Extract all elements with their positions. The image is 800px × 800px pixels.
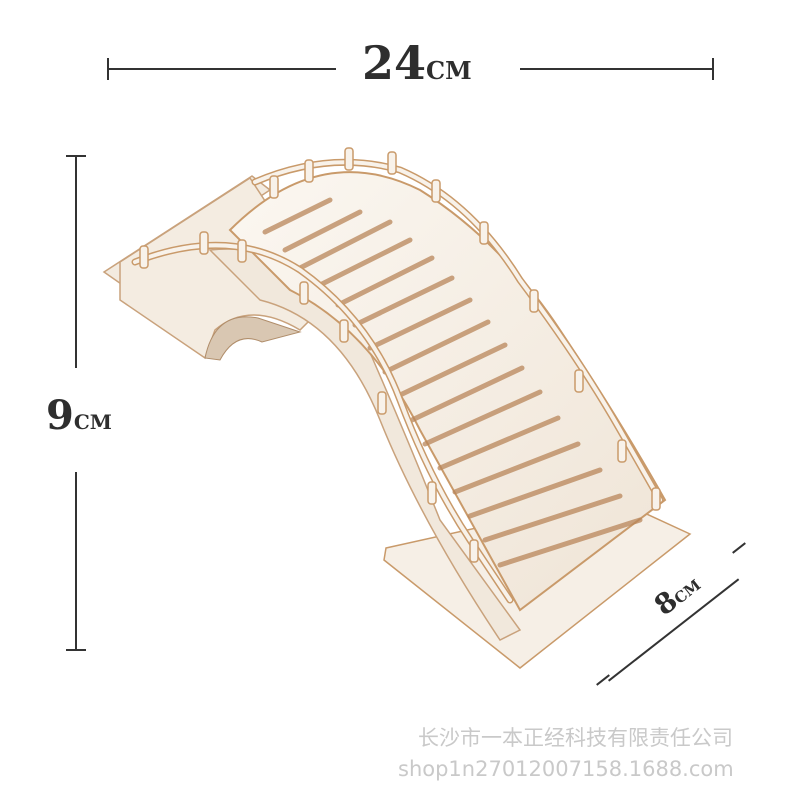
deck-slots	[262, 197, 643, 568]
width-dimension-line-right	[520, 68, 714, 70]
height-label: 9CM	[46, 392, 112, 439]
height-unit: CM	[73, 410, 112, 434]
width-label: 24CM	[362, 36, 472, 90]
height-dimension-line-top	[75, 156, 77, 368]
height-value: 9	[46, 392, 74, 439]
width-tick-right	[712, 58, 714, 80]
width-value: 24	[362, 36, 427, 90]
width-tick-left	[107, 58, 109, 80]
arch-opening	[204, 316, 302, 361]
height-dimension-line-bottom	[75, 472, 77, 650]
railing-posts	[139, 147, 661, 563]
watermark-shop-url: shop1n27012007158.1688.com	[398, 757, 734, 781]
watermark-company: 长沙市一本正经科技有限责任公司	[418, 726, 733, 750]
height-tick-bottom	[66, 649, 86, 651]
width-unit: CM	[426, 56, 472, 85]
height-tick-top	[66, 155, 86, 157]
width-dimension-line-left	[108, 68, 336, 70]
